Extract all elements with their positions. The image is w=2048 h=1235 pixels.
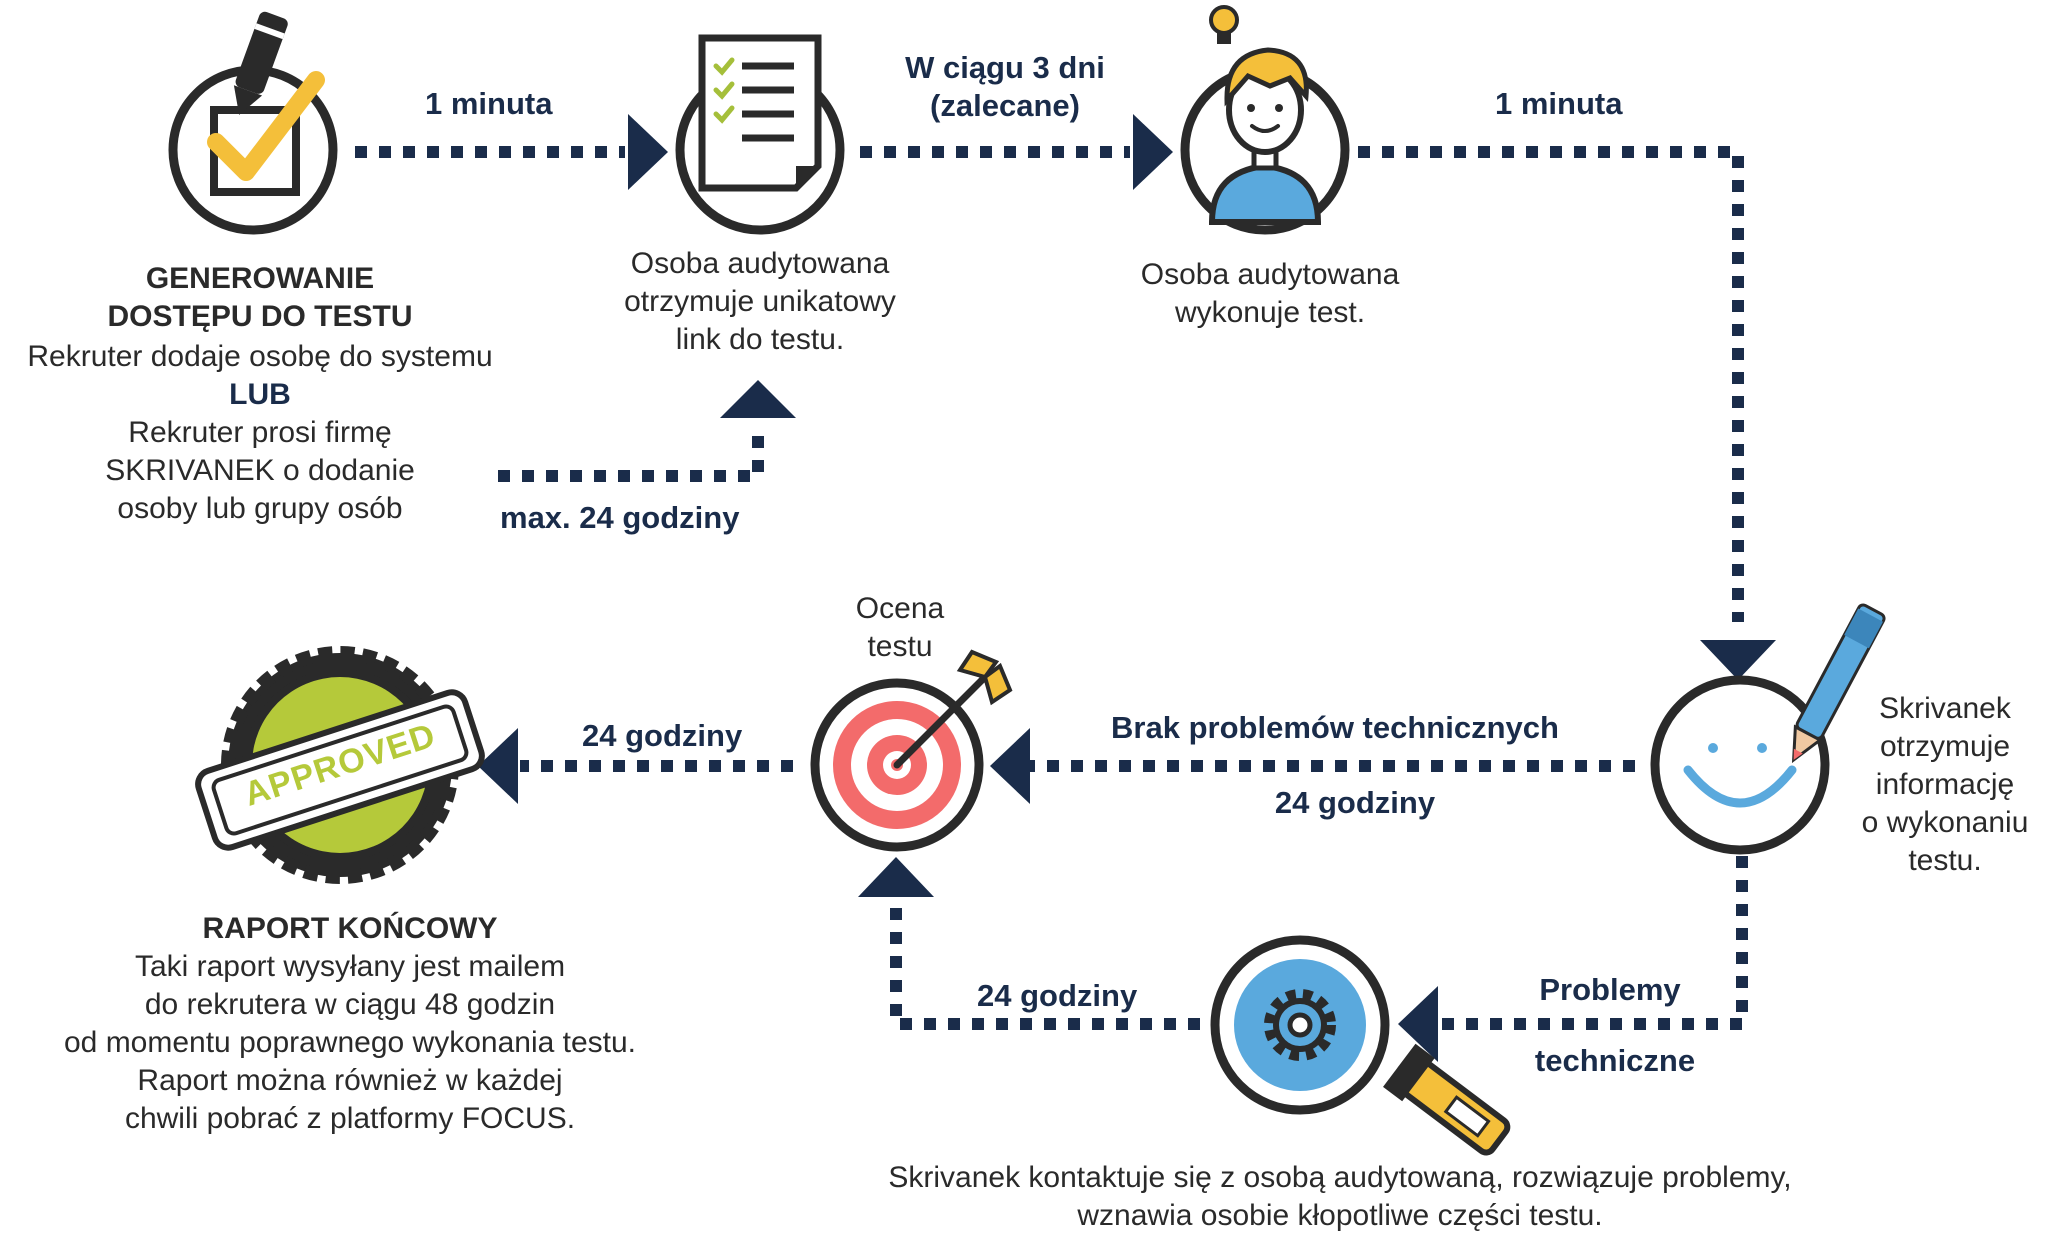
step1-title-line2: DOSTĘPU DO TESTU <box>107 300 413 333</box>
approved-stamp-icon <box>195 646 485 884</box>
label-24-godziny-b: 24 godziny <box>582 718 743 753</box>
step2-line3: link do testu. <box>675 323 845 356</box>
label-1-minuta-b: 1 minuta <box>1495 86 1623 121</box>
step3-line2: wykonuje test. <box>1174 296 1366 329</box>
step6-line2: do rekrutera w ciągu 48 godzin <box>144 988 556 1021</box>
step4-line5: testu. <box>1908 844 1982 877</box>
step7-line1: Skrivanek kontaktuje się z osobą audytow… <box>888 1161 1792 1194</box>
arrowhead-1 <box>628 114 668 190</box>
magnifier-gear-icon <box>1210 935 1511 1156</box>
step4-line1: Skrivanek <box>1879 692 2011 725</box>
person-lightbulb-icon <box>1180 5 1350 235</box>
pen-checkbox-icon <box>168 11 338 235</box>
step1-or: LUB <box>229 378 291 411</box>
step4-line3: informację <box>1875 768 2015 801</box>
step4-line2: otrzymuje <box>1879 730 2011 763</box>
label-techniczne: techniczne <box>1534 1043 1696 1078</box>
step1-line2: Rekruter prosi firmę <box>128 416 392 449</box>
arrowhead-4-7 <box>1398 986 1438 1062</box>
connector-max24 <box>498 425 764 482</box>
arrowhead-5-6 <box>478 728 518 804</box>
connector-4-7 <box>1435 856 1748 1030</box>
step6-line3: od momentu poprawnego wykonania testu. <box>63 1026 637 1059</box>
smiley-pen-icon <box>1650 603 1886 855</box>
label-brak-problemow: Brak problemów technicznych <box>1111 710 1559 745</box>
connector-7-5 <box>890 906 1200 1030</box>
step1-line1: Rekruter dodaje osobę do systemu <box>27 340 493 373</box>
label-24-godziny-a: 24 godziny <box>1274 785 1436 820</box>
step1-line3: SKRIVANEK o dodanie <box>105 454 415 487</box>
step5-line1: Ocena <box>855 592 945 625</box>
document-checklist-icon <box>675 34 845 235</box>
step2-line1: Osoba audytowana <box>630 247 890 280</box>
step4-line4: o wykonaniu <box>1861 806 2029 839</box>
label-24-godziny-c: 24 godziny <box>977 978 1138 1013</box>
step3-line1: Osoba audytowana <box>1140 258 1400 291</box>
step6-line4: Raport można również w każdej <box>137 1064 563 1097</box>
label-problemy: Problemy <box>1539 972 1681 1007</box>
arrowhead-max24 <box>720 380 796 418</box>
target-arrow-icon <box>810 649 1013 852</box>
connector-3-4 <box>1358 146 1744 622</box>
label-w-ciagu-3-dni: W ciągu 3 dni <box>905 50 1105 85</box>
step7-line2: wznawia osobie kłopotliwe części testu. <box>1077 1199 1603 1232</box>
label-max-24-godziny: max. 24 godziny <box>500 500 740 535</box>
step5-line2: testu <box>867 630 933 663</box>
arrowhead-3 <box>1700 640 1776 680</box>
step2-line2: otrzymuje unikatowy <box>624 285 896 318</box>
arrowhead-2 <box>1133 114 1173 190</box>
step6-line1: Taki raport wysyłany jest mailem <box>134 950 566 983</box>
arrowhead-4-5 <box>990 728 1030 804</box>
step6-line5: chwili pobrać z platformy FOCUS. <box>124 1102 576 1135</box>
arrowhead-7-5 <box>858 857 934 897</box>
label-1-minuta-a: 1 minuta <box>425 86 553 121</box>
label-zalecane: (zalecane) <box>930 88 1080 123</box>
step1-title-line1: GENEROWANIE <box>145 262 375 295</box>
step6-title: RAPORT KOŃCOWY <box>202 912 498 945</box>
step1-line4: osoby lub grupy osób <box>117 492 403 525</box>
